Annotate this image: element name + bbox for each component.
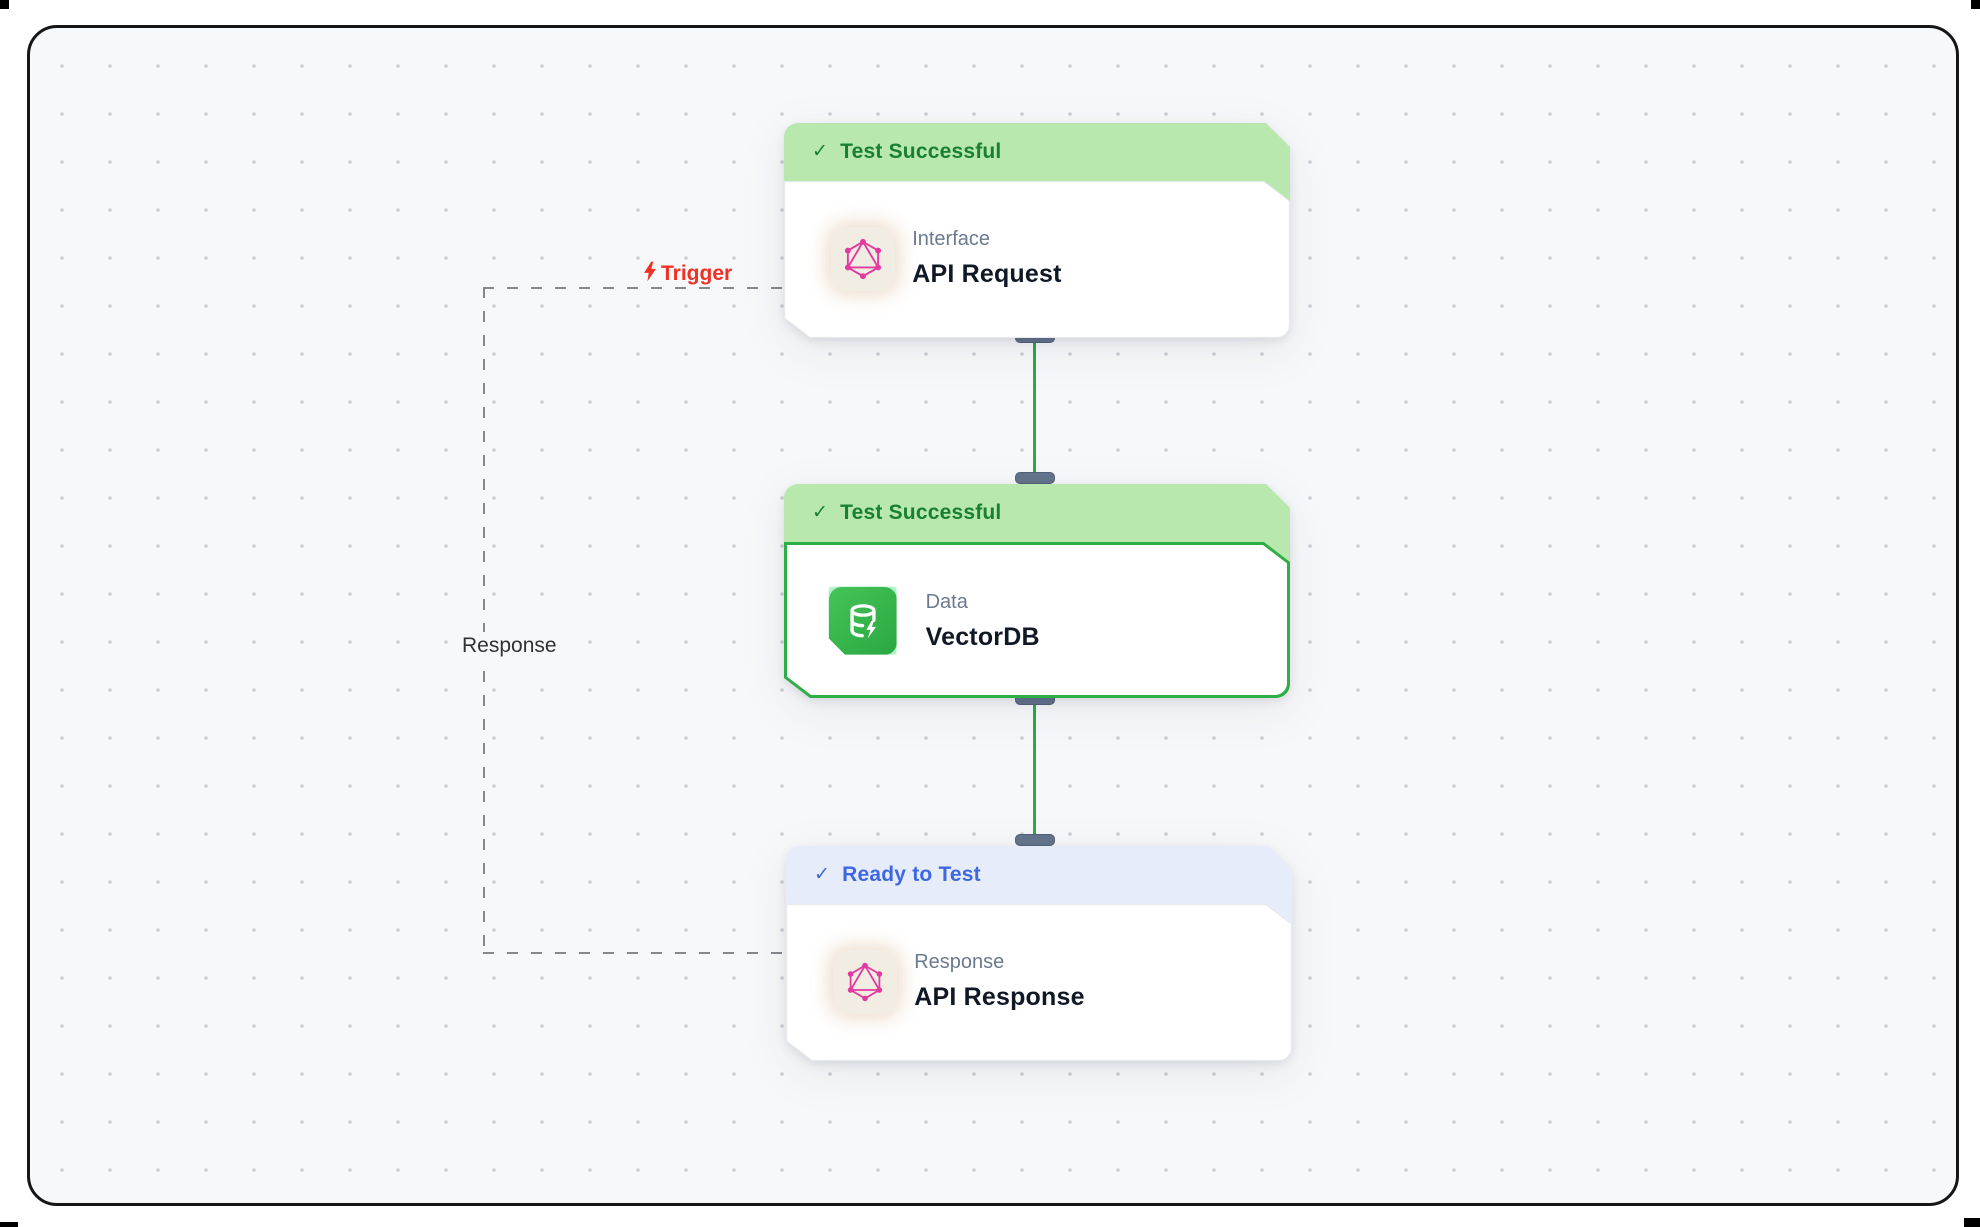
status-text: Test Successful	[840, 501, 1002, 524]
response-edge-label: Response	[454, 632, 565, 660]
check-icon: ✓	[812, 501, 829, 523]
node-status-header: ✓ Test Successful	[784, 123, 1290, 181]
edge-request-to-vectordb[interactable]	[1033, 336, 1036, 478]
status-text: Test Successful	[840, 140, 1002, 163]
trigger-label: Trigger	[642, 260, 732, 287]
check-icon: ✓	[812, 140, 829, 162]
node-category: Data	[925, 590, 968, 613]
check-icon: ✓	[814, 863, 831, 885]
node-vectordb[interactable]: ✓ Test Successful Data VectorDB	[784, 484, 1290, 698]
response-edge-top[interactable]	[483, 287, 785, 290]
screen-corner-mark	[1971, 0, 1980, 9]
node-category: Interface	[912, 228, 991, 251]
node-title: VectorDB	[925, 622, 1040, 651]
response-edge-bottom[interactable]	[483, 952, 787, 955]
node-category: Response	[914, 951, 1005, 974]
node-status-header: ✓ Ready to Test	[786, 846, 1292, 904]
edge-vectordb-to-response[interactable]	[1033, 696, 1036, 838]
trigger-label-text: Trigger	[661, 261, 733, 285]
graphql-icon	[831, 227, 895, 291]
response-edge-left[interactable]	[483, 287, 486, 954]
lightning-bolt-icon	[642, 261, 658, 288]
status-text: Ready to Test	[842, 863, 981, 886]
database-icon	[829, 587, 897, 655]
handle-api-response-input[interactable]	[1015, 834, 1055, 846]
node-api-request[interactable]: ✓ Test Successful	[784, 123, 1290, 338]
screen-corner-mark	[0, 1222, 18, 1227]
node-api-response[interactable]: ✓ Ready to Test	[786, 846, 1292, 1061]
node-title: API Request	[912, 260, 1062, 289]
screen-corner-mark	[1964, 1218, 1980, 1227]
graphql-icon	[833, 950, 897, 1014]
handle-vectordb-input[interactable]	[1015, 472, 1055, 484]
node-title: API Response	[914, 983, 1085, 1012]
flow-canvas[interactable]: Response Trigger ✓ Test Successful	[27, 25, 1959, 1206]
node-status-header: ✓ Test Successful	[784, 484, 1290, 542]
screen-corner-mark	[0, 0, 9, 9]
